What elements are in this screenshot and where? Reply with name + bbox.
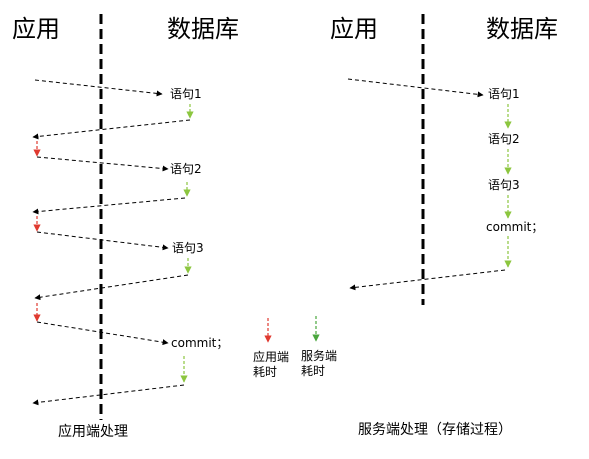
left-statement-3: 语句3 — [172, 241, 204, 255]
right-statement-1: 语句1 — [488, 87, 520, 101]
right-statement-commit: commit； — [486, 220, 544, 234]
left-statement-2: 语句2 — [170, 162, 202, 176]
left-db-label: 数据库 — [167, 15, 239, 43]
left-response-arrows — [32, 119, 191, 406]
right-app-label: 应用 — [330, 15, 378, 43]
left-request-arrows — [34, 79, 169, 346]
right-request-arrow — [347, 78, 484, 98]
left-statement-1: 语句1 — [170, 87, 202, 101]
left-statement-commit: commit； — [171, 336, 229, 350]
right-caption: 服务端处理（存储过程） — [358, 422, 512, 438]
legend-app-time-label: 应用端耗时 — [253, 350, 290, 379]
right-response-arrow — [349, 269, 506, 291]
legend-server-time-label: 服务端耗时 — [301, 349, 338, 378]
left-db-exec-arrows — [180, 104, 194, 383]
left-caption: 应用端处理 — [58, 424, 128, 440]
right-statement-2: 语句2 — [488, 132, 520, 146]
right-db-label: 数据库 — [486, 15, 558, 43]
right-statement-3: 语句3 — [488, 178, 520, 192]
left-app-label: 应用 — [12, 15, 60, 43]
